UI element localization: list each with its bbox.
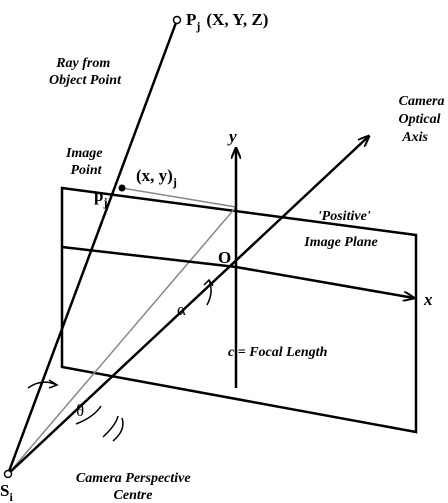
image-point-text-label: Image Point xyxy=(65,146,106,178)
theta-pointer-right xyxy=(112,417,124,442)
optical-axis-label: Camera Optical Axis xyxy=(399,94,448,145)
image-plane-label: 'Positive' Image Plane xyxy=(303,209,378,250)
optical-axis-line xyxy=(7,136,369,475)
y-axis-label: y xyxy=(227,127,237,146)
theta-right-arc xyxy=(102,415,119,438)
plane-midline xyxy=(61,245,237,269)
x-axis-label: x xyxy=(423,290,433,309)
x-axis-line xyxy=(235,265,414,298)
focal-length-label: c = Focal Length xyxy=(228,345,328,360)
theta-label: θ xyxy=(76,401,84,420)
theta-pointer-head xyxy=(48,379,59,389)
image-point-name: pj xyxy=(94,186,107,209)
theta-arc xyxy=(75,405,102,425)
perspective-centre-label: Camera Perspective Centre xyxy=(76,471,194,503)
object-point-marker xyxy=(172,15,182,25)
image-plane xyxy=(60,186,418,434)
perspective-centre-name: Si xyxy=(0,481,13,503)
principal-ray-line xyxy=(7,206,237,475)
alpha-label: α xyxy=(177,300,186,319)
alpha-arc xyxy=(206,279,212,306)
alpha-arc-tick xyxy=(203,278,214,287)
image-coords-label: (x, y)j xyxy=(136,166,177,189)
image-point-marker xyxy=(118,184,126,192)
origin-label: O xyxy=(218,248,231,267)
object-point-label: Pj(X, Y, Z) xyxy=(186,10,268,33)
ray-label: Ray from Object Point xyxy=(49,56,122,88)
image-point-guide-line xyxy=(121,187,237,208)
perspective-centre-marker xyxy=(3,469,13,479)
object-ray-line xyxy=(6,19,179,475)
